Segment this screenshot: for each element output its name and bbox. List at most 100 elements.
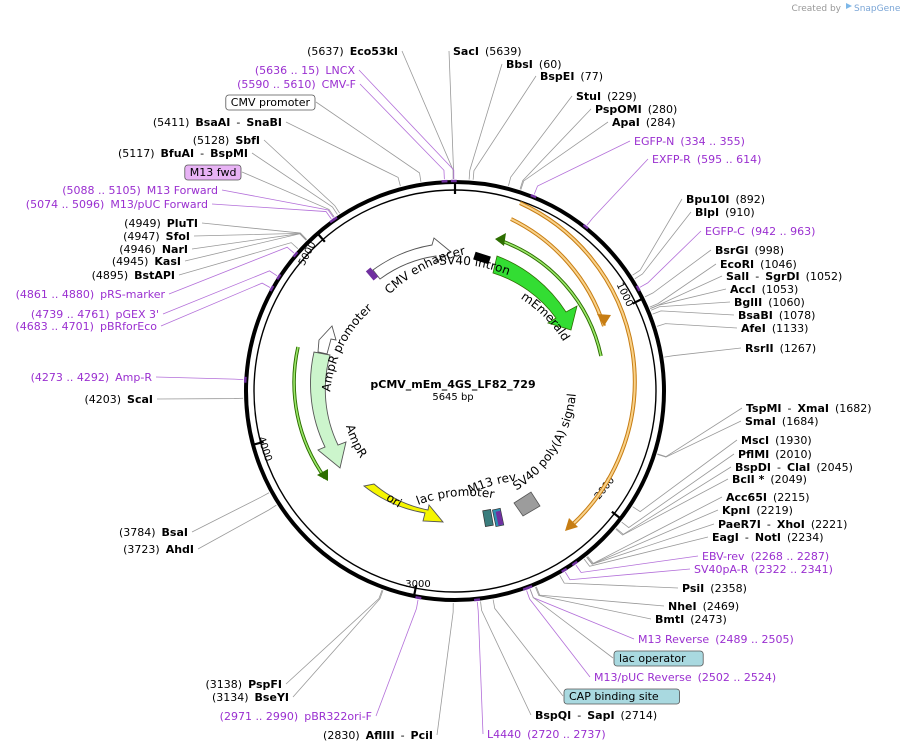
site-label-left-8[interactable]: (5088 .. 5105)M13 Forward: [62, 184, 218, 197]
site-label-right-0[interactable]: SacI(5639): [453, 45, 522, 58]
site-label-right-23[interactable]: BspDI-ClaI(2045): [735, 461, 853, 474]
site-label-right-13[interactable]: SalI-SgrDI(1052): [726, 270, 842, 283]
feature-lac-region[interactable]: [482, 507, 505, 528]
site-label-right-19[interactable]: TspMI-XmaI(1682): [746, 402, 872, 415]
site-label-left-7[interactable]: M13 fwd: [184, 164, 242, 181]
label-part: BsaBI: [738, 309, 773, 322]
feature-CMV-enhancer[interactable]: [365, 237, 452, 281]
site-label-right-2[interactable]: BspEI(77): [540, 70, 603, 83]
site-label-right-10[interactable]: EGFP-C(942 .. 963): [705, 225, 815, 238]
site-label-right-3[interactable]: StuI(229): [576, 90, 637, 103]
site-label-right-36[interactable]: M13/pUC Reverse(2502 .. 2524): [594, 671, 776, 684]
site-label-left-18[interactable]: (4273 .. 4292)Amp-R: [31, 371, 153, 384]
label-text: BspEI(77): [540, 70, 603, 83]
site-label-left-24[interactable]: (2971 .. 2990)pBR322ori-F: [220, 710, 372, 723]
leader-line: [656, 323, 738, 329]
site-label-right-8[interactable]: Bpu10I(892): [686, 193, 765, 206]
label-part: KpnI: [722, 504, 750, 517]
site-label-right-20[interactable]: SmaI(1684): [745, 415, 818, 428]
site-label-left-17[interactable]: (4683 .. 4701)pBRforEco: [15, 320, 157, 333]
site-label-right-1[interactable]: BbsI(60): [506, 58, 562, 71]
site-label-left-4[interactable]: (5411)BsaAI-SnaBI: [153, 116, 282, 129]
site-label-left-21[interactable]: (3723)AhdI: [123, 543, 194, 556]
site-label-right-18[interactable]: RsrII(1267): [745, 342, 816, 355]
site-label-right-25[interactable]: Acc65I(2215): [726, 491, 810, 504]
site-label-left-3[interactable]: CMV promoter: [225, 94, 316, 111]
feature-AmpR-promoter[interactable]: [317, 325, 337, 355]
site-label-right-35[interactable]: lac operator: [613, 650, 704, 667]
site-label-right-26[interactable]: KpnI(2219): [722, 504, 793, 517]
site-label-right-11[interactable]: BsrGI(998): [715, 244, 784, 257]
leader-line: [529, 589, 614, 659]
site-label-right-38[interactable]: BspQI-SapI(2714): [535, 709, 657, 722]
label-part: (2489 .. 2505): [715, 633, 794, 646]
site-label-left-1[interactable]: (5636 .. 15)LNCX: [255, 64, 356, 77]
site-label-left-5[interactable]: (5128)SbfI: [193, 134, 260, 147]
label-part: LNCX: [325, 64, 355, 77]
site-label-left-10[interactable]: (4949)PluTI: [124, 217, 198, 230]
site-label-right-39[interactable]: L4440(2720 .. 2737): [487, 728, 606, 741]
site-label-left-16[interactable]: (4739 .. 4761)pGEX 3': [31, 308, 159, 321]
site-label-right-24[interactable]: BclI *(2049): [732, 473, 807, 486]
leader-line: [168, 246, 295, 295]
site-label-right-34[interactable]: M13 Reverse(2489 .. 2505): [638, 633, 794, 646]
site-label-right-17[interactable]: AfeI(1133): [741, 322, 808, 335]
site-label-right-37[interactable]: CAP binding site: [563, 688, 680, 705]
site-label-right-21[interactable]: MscI(1930): [741, 434, 812, 447]
label-part: PflMI: [738, 448, 769, 461]
site-label-right-14[interactable]: AccI(1053): [730, 283, 798, 296]
site-label-right-31[interactable]: PsiI(2358): [682, 582, 747, 595]
site-label-left-15[interactable]: (4861 .. 4880)pRS-marker: [16, 288, 166, 301]
site-label-right-4[interactable]: PspOMI(280): [595, 103, 677, 116]
site-label-right-5[interactable]: ApaI(284): [612, 116, 676, 129]
site-label-left-22[interactable]: (3138)PspFI: [206, 678, 282, 691]
feature-mEmerald[interactable]: [492, 255, 578, 331]
site-label-left-0[interactable]: (5637)Eco53kI: [307, 45, 398, 58]
site-label-left-23[interactable]: (3134)BseYI: [212, 691, 289, 704]
label-part: (1052): [806, 270, 843, 283]
site-label-right-12[interactable]: EcoRI(1046): [720, 258, 797, 271]
label-text: BclI *(2049): [732, 473, 807, 486]
tick-mark: [317, 233, 326, 243]
leader-line: [650, 301, 731, 311]
feature-ori[interactable]: [362, 483, 444, 523]
leader-line: [358, 69, 455, 180]
site-label-left-6[interactable]: (5117)BfuAI-BspMI: [118, 147, 248, 160]
feature-box: [184, 164, 242, 181]
site-label-right-33[interactable]: BmtI(2473): [655, 613, 727, 626]
site-label-left-19[interactable]: (4203)ScaI: [84, 393, 153, 406]
label-text: (5128)SbfI: [193, 134, 260, 147]
site-label-right-9[interactable]: BlpI(910): [695, 206, 755, 219]
leader-line: [520, 121, 609, 190]
site-label-left-14[interactable]: (4895)BstAPI: [92, 269, 175, 282]
leader-line: [575, 555, 699, 573]
label-part: (1267): [780, 342, 817, 355]
label-part: (2234): [787, 531, 824, 544]
label-part: NotI: [755, 531, 781, 544]
site-label-right-28[interactable]: EagI-NotI(2234): [712, 531, 824, 544]
label-part: MscI: [741, 434, 769, 447]
site-label-left-13[interactable]: (4945)KasI: [112, 255, 181, 268]
site-label-left-25[interactable]: (2830)AflIII-PciI: [323, 729, 433, 742]
site-label-right-30[interactable]: SV40pA-R(2322 .. 2341): [694, 563, 833, 576]
label-sv40-intron: SV40 intron: [439, 253, 512, 278]
label-part: (284): [646, 116, 676, 129]
site-label-right-16[interactable]: BsaBI(1078): [738, 309, 815, 322]
label-text: EGFP-N(334 .. 355): [634, 135, 745, 148]
site-label-right-6[interactable]: EGFP-N(334 .. 355): [634, 135, 745, 148]
site-label-left-11[interactable]: (4947)SfoI: [123, 230, 190, 243]
site-label-right-7[interactable]: EXFP-R(595 .. 614): [652, 153, 761, 166]
site-label-right-15[interactable]: BglII(1060): [734, 296, 805, 309]
feature-AmpR[interactable]: [310, 351, 347, 469]
feature-SV40-polyA[interactable]: [513, 491, 541, 517]
site-label-left-2[interactable]: (5590 .. 5610)CMV-F: [237, 78, 356, 91]
site-label-right-27[interactable]: PaeR7I-XhoI(2221): [718, 518, 847, 531]
site-label-left-20[interactable]: (3784)BsaI: [119, 526, 188, 539]
site-label-right-29[interactable]: EBV-rev(2268 .. 2287): [702, 550, 829, 563]
leader-line: [649, 263, 717, 308]
site-label-left-12[interactable]: (4946)NarI: [119, 243, 188, 256]
site-label-right-32[interactable]: NheI(2469): [668, 600, 739, 613]
site-label-right-22[interactable]: PflMI(2010): [738, 448, 812, 461]
site-label-left-9[interactable]: (5074 .. 5096)M13/pUC Forward: [26, 198, 208, 211]
leader-line: [197, 504, 277, 550]
